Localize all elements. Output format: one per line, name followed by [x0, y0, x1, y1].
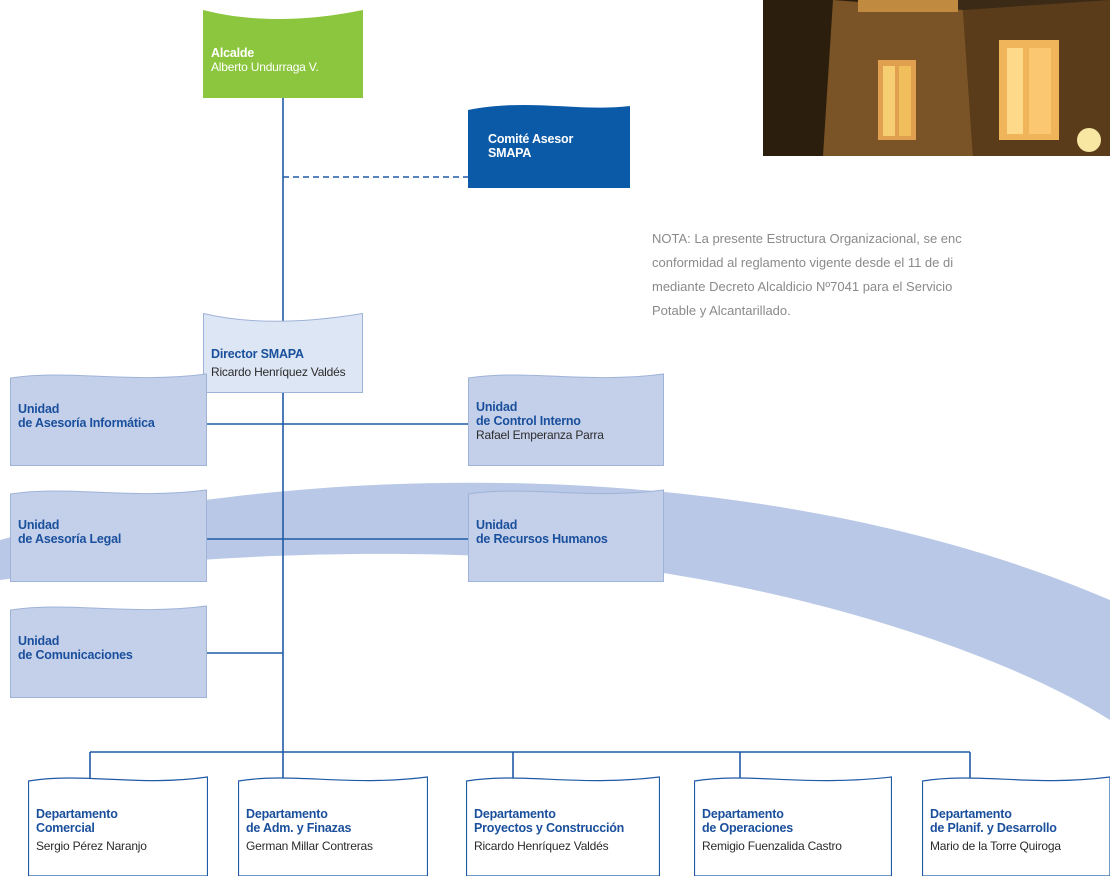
unit-line2: de Asesoría Informática	[18, 416, 155, 430]
director-box: Director SMAPA Ricardo Henríquez Valdés	[203, 313, 363, 393]
unit-asesoria-informatica: Unidad de Asesoría Informática	[10, 372, 207, 466]
department-line2: Proyectos y Construcción	[474, 821, 625, 835]
unit-line2: de Recursos Humanos	[476, 532, 608, 546]
unit-control-interno: Unidad de Control Interno Rafael Emperan…	[468, 372, 664, 466]
department-planif-desarrollo: Departamento de Planif. y Desarrollo Mar…	[922, 775, 1110, 876]
department-line2: de Operaciones	[702, 821, 793, 835]
department-operaciones: Departamento de Operaciones Remigio Fuen…	[694, 775, 892, 876]
unit-line1: Unidad	[18, 634, 60, 648]
department-proyectos-construccion: Departamento Proyectos y Construcción Ri…	[466, 775, 660, 876]
unit-line1: Unidad	[18, 402, 60, 416]
department-line1: Departamento	[36, 807, 118, 821]
department-line1: Departamento	[246, 807, 328, 821]
department-head: Ricardo Henríquez Valdés	[474, 839, 609, 853]
department-line2: Comercial	[36, 821, 95, 835]
unit-asesoria-legal: Unidad de Asesoría Legal	[10, 488, 207, 582]
mayor-title: Alcalde	[211, 46, 255, 60]
unit-person-name: Rafael Emperanza Parra	[476, 428, 604, 442]
department-head: Remigio Fuenzalida Castro	[702, 839, 842, 853]
department-line1: Departamento	[930, 807, 1012, 821]
unit-comunicaciones: Unidad de Comunicaciones	[10, 604, 207, 698]
department-head: German Millar Contreras	[246, 839, 373, 853]
unit-recursos-humanos: Unidad de Recursos Humanos	[468, 488, 664, 582]
note-line1: NOTA: La presente Estructura Organizacio…	[652, 231, 962, 246]
department-comercial: Departamento Comercial Sergio Pérez Nara…	[28, 775, 208, 876]
note-line3: mediante Decreto Alcaldicio Nº7041 para …	[652, 279, 953, 294]
unit-line1: Unidad	[18, 518, 60, 532]
note-line2: conformidad al reglamento vigente desde …	[652, 255, 954, 270]
mayor-box: Alcalde Alberto Undurraga V.	[203, 10, 363, 98]
organizational-note: NOTA: La presente Estructura Organizacio…	[652, 227, 1110, 323]
director-name: Ricardo Henríquez Valdés	[211, 365, 346, 379]
department-line2: de Adm. y Finazas	[246, 821, 352, 835]
committee-line2: SMAPA	[488, 146, 532, 160]
department-line1: Departamento	[702, 807, 784, 821]
building-photo	[763, 0, 1110, 156]
department-head: Sergio Pérez Naranjo	[36, 839, 147, 853]
note-line4: Potable y Alcantarillado.	[652, 303, 791, 318]
director-title: Director SMAPA	[211, 347, 304, 361]
committee-line1: Comité Asesor	[488, 132, 574, 146]
advisory-committee-box: Comité Asesor SMAPA	[468, 102, 630, 188]
unit-line2: de Comunicaciones	[18, 648, 133, 662]
mayor-name: Alberto Undurraga V.	[211, 60, 319, 74]
department-line2: de Planif. y Desarrollo	[930, 821, 1057, 835]
unit-line2: de Control Interno	[476, 414, 581, 428]
unit-line2: de Asesoría Legal	[18, 532, 122, 546]
unit-line1: Unidad	[476, 400, 518, 414]
department-adm-finanzas: Departamento de Adm. y Finazas German Mi…	[238, 775, 428, 876]
department-head: Mario de la Torre Quiroga	[930, 839, 1061, 853]
department-line1: Departamento	[474, 807, 556, 821]
unit-line1: Unidad	[476, 518, 518, 532]
